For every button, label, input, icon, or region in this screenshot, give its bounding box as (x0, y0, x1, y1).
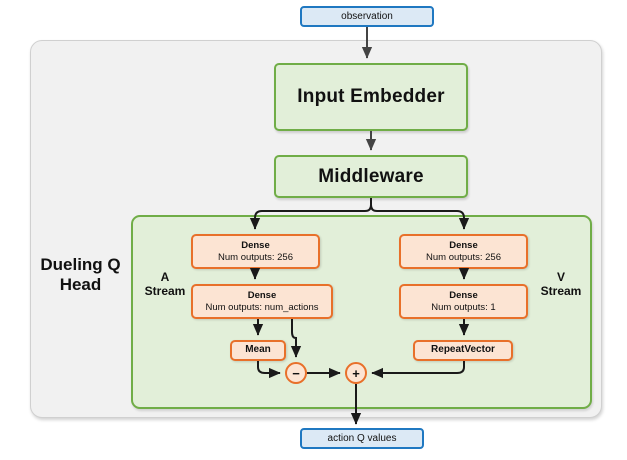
node-middleware[interactable]: Middleware (274, 155, 468, 198)
operator-subtract[interactable]: − (285, 362, 307, 384)
node-a-dense-256[interactable]: Dense Num outputs: 256 (191, 234, 320, 269)
node-v-dense-1-title: Dense (449, 289, 478, 301)
a-stream-label: A Stream (140, 270, 190, 299)
node-repeat-vector[interactable]: RepeatVector (413, 340, 513, 361)
node-a-dense-num-actions-title: Dense (247, 289, 277, 301)
node-repeat-vector-label: RepeatVector (431, 344, 495, 356)
node-a-dense-num-actions-sub: Num outputs: num_actions (205, 301, 319, 313)
v-stream-label-line1: V (556, 270, 565, 284)
operator-add[interactable]: + (345, 362, 367, 384)
a-stream-label-line1: A (160, 270, 170, 284)
node-a-dense-256-title: Dense (241, 239, 270, 251)
v-stream-label-line2: Stream (540, 284, 582, 299)
operator-subtract-symbol: − (292, 365, 300, 381)
v-stream-label: V Stream (535, 270, 587, 299)
node-v-dense-1[interactable]: Dense Num outputs: 1 (399, 284, 528, 319)
node-v-dense-256[interactable]: Dense Num outputs: 256 (399, 234, 528, 269)
node-a-dense-256-sub: Num outputs: 256 (218, 251, 293, 263)
node-v-dense-256-sub: Num outputs: 256 (426, 251, 501, 263)
dueling-q-head-label-line2: Head (59, 274, 102, 294)
a-stream-label-line2: Stream (144, 284, 186, 299)
node-mean[interactable]: Mean (230, 340, 286, 361)
node-input-embedder[interactable]: Input Embedder (274, 63, 468, 131)
node-mean-label: Mean (245, 344, 271, 356)
node-input-embedder-label: Input Embedder (297, 86, 445, 107)
node-a-dense-num-actions[interactable]: Dense Num outputs: num_actions (191, 284, 333, 319)
node-action-q-values-label: action Q values (327, 433, 397, 444)
operator-add-symbol: + (352, 365, 360, 381)
dueling-q-head-label-line1: Dueling Q (40, 255, 121, 274)
node-v-dense-256-title: Dense (449, 239, 478, 251)
node-observation[interactable]: observation (300, 6, 434, 27)
node-v-dense-1-sub: Num outputs: 1 (431, 301, 496, 313)
node-middleware-label: Middleware (318, 165, 424, 187)
node-action-q-values[interactable]: action Q values (300, 428, 424, 449)
dueling-q-head-label: Dueling Q Head (33, 255, 128, 294)
node-observation-label: observation (341, 11, 393, 22)
